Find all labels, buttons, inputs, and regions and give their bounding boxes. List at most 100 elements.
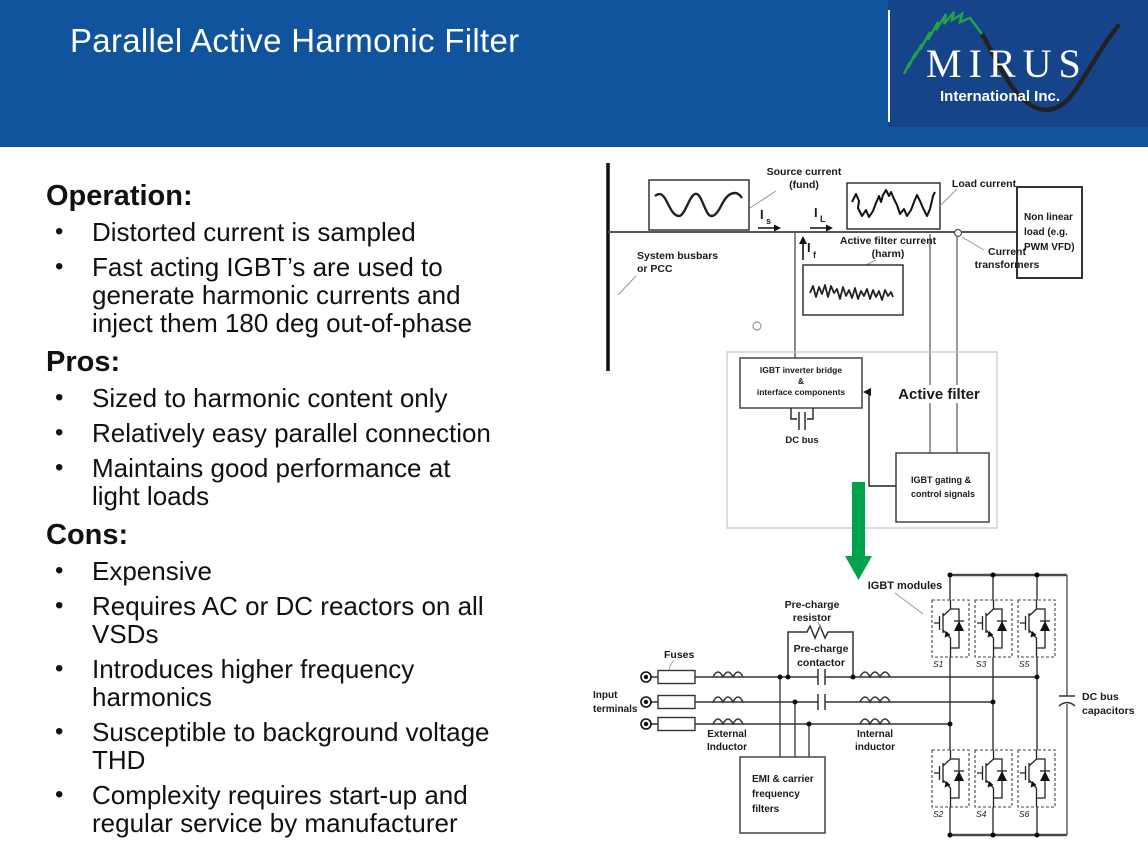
label-s1: S1: [933, 659, 944, 669]
label-is-sub: s: [766, 216, 771, 226]
label-nonlinear-3: PWM VFD): [1024, 242, 1075, 253]
bullet-marker: •: [55, 592, 64, 619]
label-nonlinear-2: load (e.g.: [1024, 227, 1068, 238]
label-current-transformers-1: Current: [988, 246, 1026, 258]
internal-inductors: [859, 671, 891, 726]
dc-bus-capacitors: [1058, 695, 1076, 707]
label-active-filter-current-1: Active filter current: [840, 235, 937, 247]
label-internal-inductor-1: Internal: [857, 729, 893, 740]
label-system-busbars-2: or PCC: [637, 263, 673, 275]
label-gating-2: control signals: [911, 489, 975, 499]
green-down-arrow-icon: [845, 482, 872, 580]
load-current-waveform: [846, 182, 958, 230]
section-heading-operation: Operation:: [46, 180, 193, 212]
label-precharge-resistor-1: Pre-charge: [785, 599, 840, 611]
list-item: • Relatively easy parallel connection: [46, 419, 566, 447]
label-s4: S4: [976, 809, 987, 819]
list-item: • Susceptible to background voltage THD: [46, 718, 566, 774]
label-fuses: Fuses: [664, 649, 695, 661]
label-s5: S5: [1019, 659, 1030, 669]
logo-divider: [888, 10, 890, 122]
bullet-marker: •: [55, 454, 64, 481]
bullet-text: Relatively easy parallel connection: [92, 418, 491, 448]
label-external-inductor-1: External: [707, 729, 747, 740]
bullet-text: Complexity requires start-up and regular…: [92, 780, 468, 838]
list-item: • Complexity requires start-up and regul…: [46, 781, 566, 837]
bullet-text: Susceptible to background voltage THD: [92, 717, 490, 775]
is-current-arrow: [758, 224, 781, 232]
list-item: • Expensive: [46, 557, 566, 585]
label-current-transformers-2: transformers: [975, 259, 1040, 271]
bullet-text: Maintains good performance at light load…: [92, 453, 451, 511]
list-item: • Distorted current is sampled: [46, 218, 566, 246]
label-if-sub: f: [813, 250, 817, 260]
label-bridge-2: &: [798, 376, 804, 386]
bullet-text: Fast acting IGBT’s are used to generate …: [92, 252, 473, 338]
external-inductors: [712, 671, 744, 726]
il-current-arrow: [810, 224, 833, 232]
label-input-terminals-1: Input: [593, 690, 618, 701]
bullet-marker: •: [55, 718, 64, 745]
section-heading-cons: Cons:: [46, 519, 129, 551]
precharge-circuit: [785, 621, 856, 710]
active-filter-system-diagram: Source current (fund) I s I L Load curre…: [606, 163, 1083, 529]
label-bridge-1: IGBT inverter bridge: [760, 365, 842, 375]
label-bridge-3: interface components: [757, 387, 846, 397]
list-item: • Fast acting IGBT’s are used to generat…: [46, 253, 566, 337]
label-dc-bus: DC bus: [785, 435, 818, 446]
label-if: I: [807, 240, 811, 255]
bullet-content: Operation: • Distorted current is sample…: [46, 172, 566, 844]
source-current-waveform: [648, 179, 777, 231]
label-precharge-resistor-2: resistor: [793, 612, 832, 624]
label-source-current: Source current: [767, 166, 842, 178]
label-internal-inductor-2: inductor: [855, 742, 895, 753]
label-active-filter: Active filter: [898, 386, 980, 403]
logo-wordmark: MIRUS: [926, 41, 1088, 86]
label-active-filter-current-2: (harm): [872, 248, 905, 260]
label-s2: S2: [933, 809, 944, 819]
bullet-marker: •: [55, 384, 64, 411]
label-emi-2: frequency: [752, 789, 800, 800]
bullet-text: Sized to harmonic content only: [92, 383, 448, 413]
label-precharge-contactor-2: contactor: [797, 657, 845, 669]
label-il: I: [814, 205, 818, 220]
bullet-text: Expensive: [92, 556, 212, 586]
header-bar: Parallel Active Harmonic Filter MIRUS In…: [0, 0, 1148, 147]
phase-lines: [650, 674, 1040, 727]
label-precharge-contactor-1: Pre-charge: [794, 643, 849, 655]
fuses: [657, 659, 696, 732]
bullet-marker: •: [55, 781, 64, 808]
bullet-text: Distorted current is sampled: [92, 217, 416, 247]
emi-filter: [739, 674, 826, 834]
label-emi-3: filters: [752, 804, 780, 815]
section-heading-pros: Pros:: [46, 346, 121, 378]
label-external-inductor-2: Inductor: [707, 742, 747, 753]
bullet-text: Introduces higher frequency harmonics: [92, 654, 415, 712]
nonlinear-load-box: [1016, 186, 1083, 279]
bullet-marker: •: [55, 218, 64, 245]
list-item: • Maintains good performance at light lo…: [46, 454, 566, 510]
bullet-marker: •: [55, 557, 64, 584]
label-source-current-fund: (fund): [789, 179, 819, 191]
bullet-marker: •: [55, 419, 64, 446]
label-gating-1: IGBT gating &: [911, 475, 971, 485]
label-system-busbars-1: System busbars: [637, 250, 718, 262]
bullet-marker: •: [55, 655, 64, 682]
logo-subtitle: International Inc.: [940, 88, 1061, 105]
list-item: • Introduces higher frequency harmonics: [46, 655, 566, 711]
label-is: I: [760, 207, 764, 222]
list-item: • Requires AC or DC reactors on all VSDs: [46, 592, 566, 648]
label-igbt-modules: IGBT modules: [868, 580, 943, 592]
igbt-modules: [894, 592, 1056, 808]
if-current-arrow: [794, 232, 807, 358]
input-terminals: [640, 671, 652, 730]
label-emi-1: EMI & carrier: [752, 774, 814, 785]
label-s6: S6: [1019, 809, 1030, 819]
list-item: • Sized to harmonic content only: [46, 384, 566, 412]
label-nonlinear-1: Non linear: [1024, 212, 1073, 223]
label-input-terminals-2: terminals: [593, 704, 638, 715]
bus-lines: [606, 163, 1017, 371]
label-load-current: Load current: [952, 178, 1017, 190]
label-dc-bus-capacitors-1: DC bus: [1082, 691, 1119, 703]
